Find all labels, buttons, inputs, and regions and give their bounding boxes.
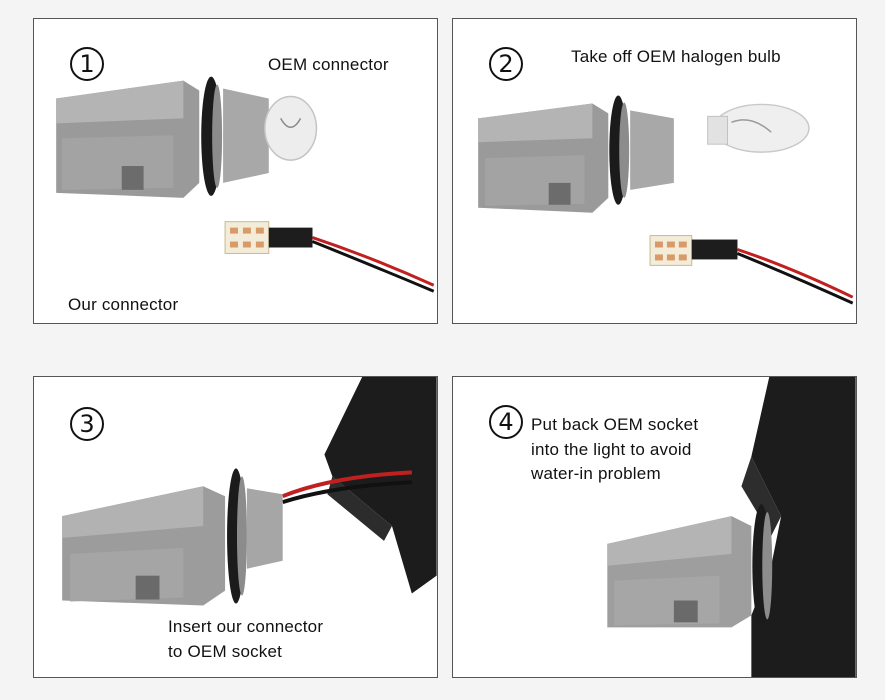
put-back-socket-label-line-1: Put back OEM socket — [531, 415, 699, 434]
oem-connector-with-bulb-illustration — [56, 76, 435, 293]
insert-connector-label-line-2: to OEM socket — [168, 641, 283, 661]
step-1-number: 1 — [70, 47, 104, 81]
put-back-socket-label: Put back OEM socket into the light to av… — [531, 413, 698, 487]
our-connector-label: Our connector — [68, 295, 179, 314]
removed-halogen-bulb-illustration — [478, 95, 854, 305]
put-back-socket-label-line-3: water-in problem — [531, 464, 661, 484]
step-4-number: 4 — [489, 405, 523, 439]
step-2-panel: 2 Take off OEM halogen bulb — [452, 18, 857, 324]
insert-connector-label: Insert our connector to OEM socket — [168, 615, 323, 664]
step-3-number: 3 — [70, 407, 104, 441]
step-4-panel: 4 Put back OEM socket into the light to … — [452, 376, 857, 678]
insert-connector-label-line-1: Insert our connector — [168, 617, 324, 636]
take-off-bulb-label: Take off OEM halogen bulb — [571, 47, 781, 66]
put-back-socket-label-line-2: into the light to avoid — [531, 439, 692, 459]
step-3-panel: 3 Insert our connector to OEM socket — [33, 376, 438, 678]
socket-reinstalled-in-light-illustration — [607, 377, 856, 677]
step-1-panel: 1 OEM connector Our connector — [33, 18, 438, 324]
oem-connector-label: OEM connector — [268, 55, 389, 74]
step-2-number: 2 — [489, 47, 523, 81]
insert-connector-illustration — [62, 377, 437, 606]
